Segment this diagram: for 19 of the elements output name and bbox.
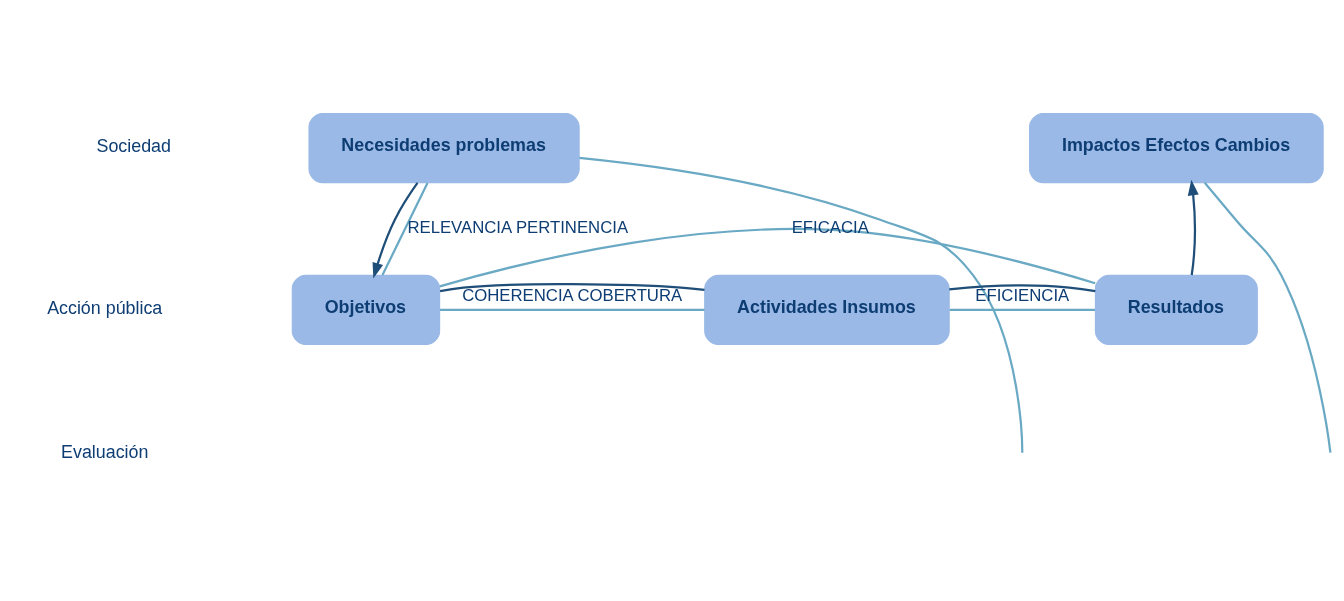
connector xyxy=(440,308,705,311)
label: Acción pública xyxy=(47,297,163,318)
node-box: Objetivos xyxy=(291,274,441,345)
label: Evaluación xyxy=(61,441,149,462)
connector xyxy=(381,182,429,275)
connector xyxy=(579,156,1024,453)
connector xyxy=(1203,181,1332,453)
arrow xyxy=(1187,179,1199,275)
arrow xyxy=(372,181,419,278)
node-box: Actividades Insumos xyxy=(704,274,950,345)
connector xyxy=(439,282,705,292)
node-box: Impactos Efectos Cambios xyxy=(1029,112,1324,183)
connector xyxy=(439,227,1096,287)
edge-label: RELEVANCIA PERTINENCIA xyxy=(407,217,629,237)
node-box: Necesidades problemas xyxy=(308,112,580,183)
node-box: Resultados xyxy=(1094,274,1258,345)
connector xyxy=(949,308,1095,311)
label: Sociedad xyxy=(96,135,171,156)
edge-label: COHERENCIA COBERTURA xyxy=(462,285,683,305)
